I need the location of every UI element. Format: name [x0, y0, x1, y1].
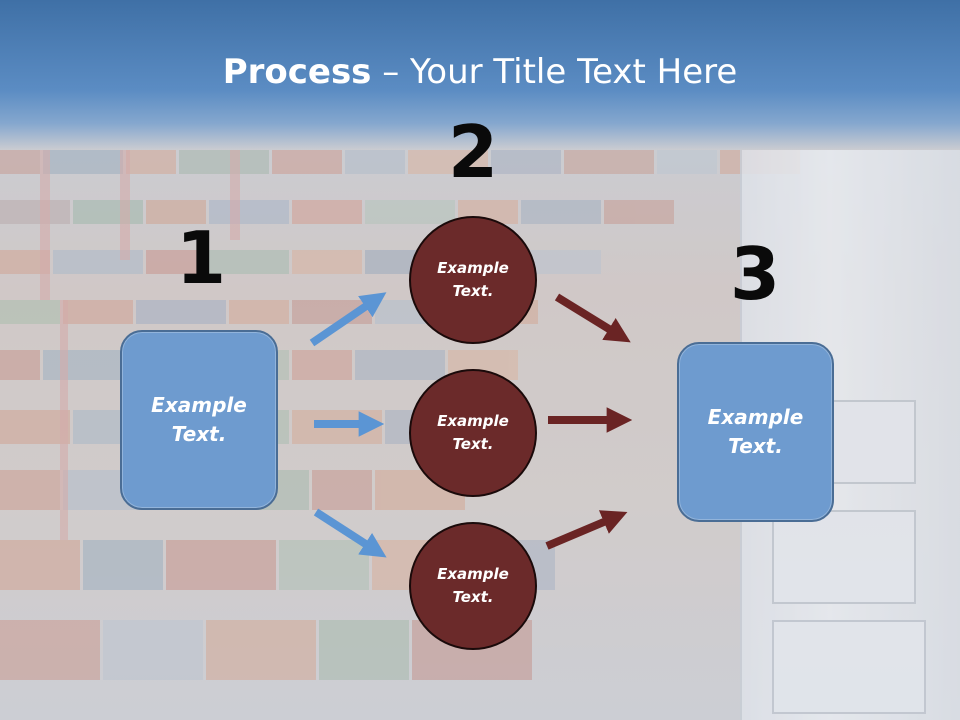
step-2-circle-middle: Example Text.: [409, 369, 537, 497]
arrow-bottom-to-right: [545, 510, 628, 550]
slide-title: Process – Your Title Text Here: [0, 52, 960, 92]
title-band: [0, 0, 960, 150]
step-number-1: 1: [176, 216, 227, 300]
step-3-box: Example Text.: [677, 342, 834, 522]
step-number-2: 2: [448, 110, 499, 194]
step-2-circle-bottom: Example Text.: [409, 522, 537, 650]
step-1-text: Example Text.: [151, 393, 247, 446]
title-rest: – Your Title Text Here: [371, 52, 738, 92]
circle-bottom-text: Example Text.: [437, 564, 509, 606]
arrow-top-to-right: [554, 293, 631, 343]
arrow-left-to-top: [309, 292, 387, 347]
arrow-left-to-bottom: [313, 508, 387, 558]
circle-top-text: Example Text.: [437, 258, 509, 300]
title-bold: Process: [222, 52, 372, 92]
reefer-container-image: [740, 150, 960, 720]
step-1-box: Example Text.: [120, 330, 278, 510]
step-number-3: 3: [730, 232, 781, 316]
step-2-circle-top: Example Text.: [409, 216, 537, 344]
step-3-text: Example Text.: [707, 405, 804, 458]
circle-middle-text: Example Text.: [437, 411, 509, 453]
